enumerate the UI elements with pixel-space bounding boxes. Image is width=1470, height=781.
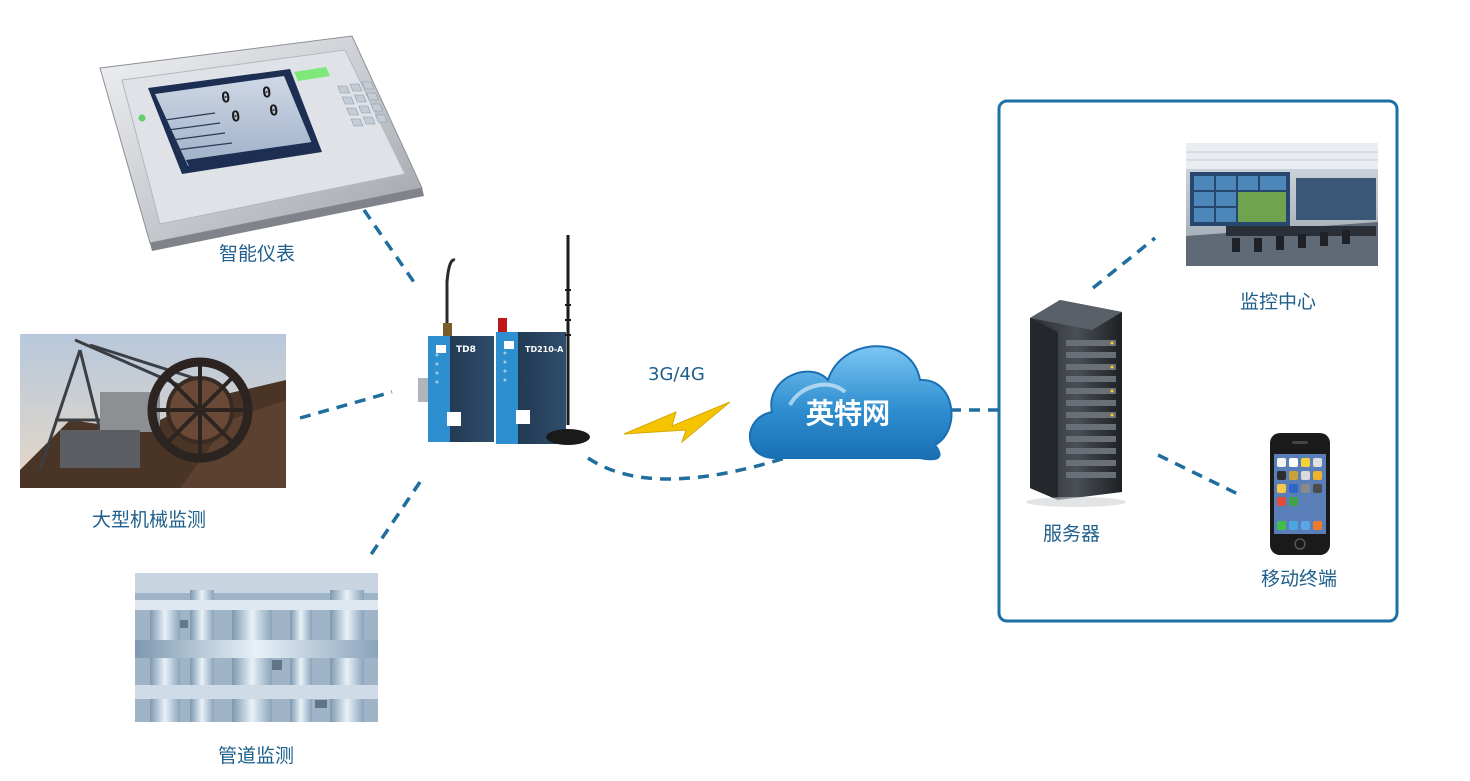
pipeline-label: 管道监测	[218, 745, 295, 767]
connector-pipeline	[368, 481, 422, 557]
dtu-brand-1: TD8	[456, 345, 476, 355]
svg-text:0: 0	[230, 107, 241, 126]
large-machinery-label: 大型机械监测	[92, 509, 207, 531]
connector-machine	[299, 390, 393, 420]
connector-server-mobile	[1157, 453, 1243, 498]
monitor-center-label: 监控中心	[1240, 291, 1317, 313]
smartphone-icon	[1270, 433, 1330, 555]
connector-meter	[362, 209, 420, 289]
cloud-label: 英特网	[806, 397, 891, 430]
svg-text:0: 0	[261, 83, 272, 102]
system-frame	[997, 99, 1399, 623]
control-room-photo	[1186, 143, 1378, 266]
weighing-indicator-icon: 0 0 0 0	[99, 35, 424, 251]
server-rack-icon	[1026, 300, 1126, 507]
server-label: 服务器	[1043, 523, 1101, 545]
mobile-terminal-label: 移动终端	[1261, 568, 1338, 590]
svg-text:0: 0	[268, 101, 279, 120]
dtu-brand-2: TD210-A	[525, 345, 564, 354]
connector-lines	[299, 209, 1243, 557]
connector-dtu-cloud	[587, 456, 786, 481]
network-label: 3G/4G	[648, 364, 705, 385]
lightning-icon	[623, 401, 731, 444]
dtu-router-icon: TD8 TD210-A	[418, 235, 590, 445]
industrial-pipeline-photo	[135, 573, 378, 722]
svg-text:0: 0	[220, 88, 231, 107]
connector-server-monitor	[1091, 236, 1157, 290]
bucket-wheel-excavator-photo	[20, 334, 286, 488]
cloud-icon	[748, 345, 953, 461]
smart-meter-label: 智能仪表	[219, 243, 296, 265]
